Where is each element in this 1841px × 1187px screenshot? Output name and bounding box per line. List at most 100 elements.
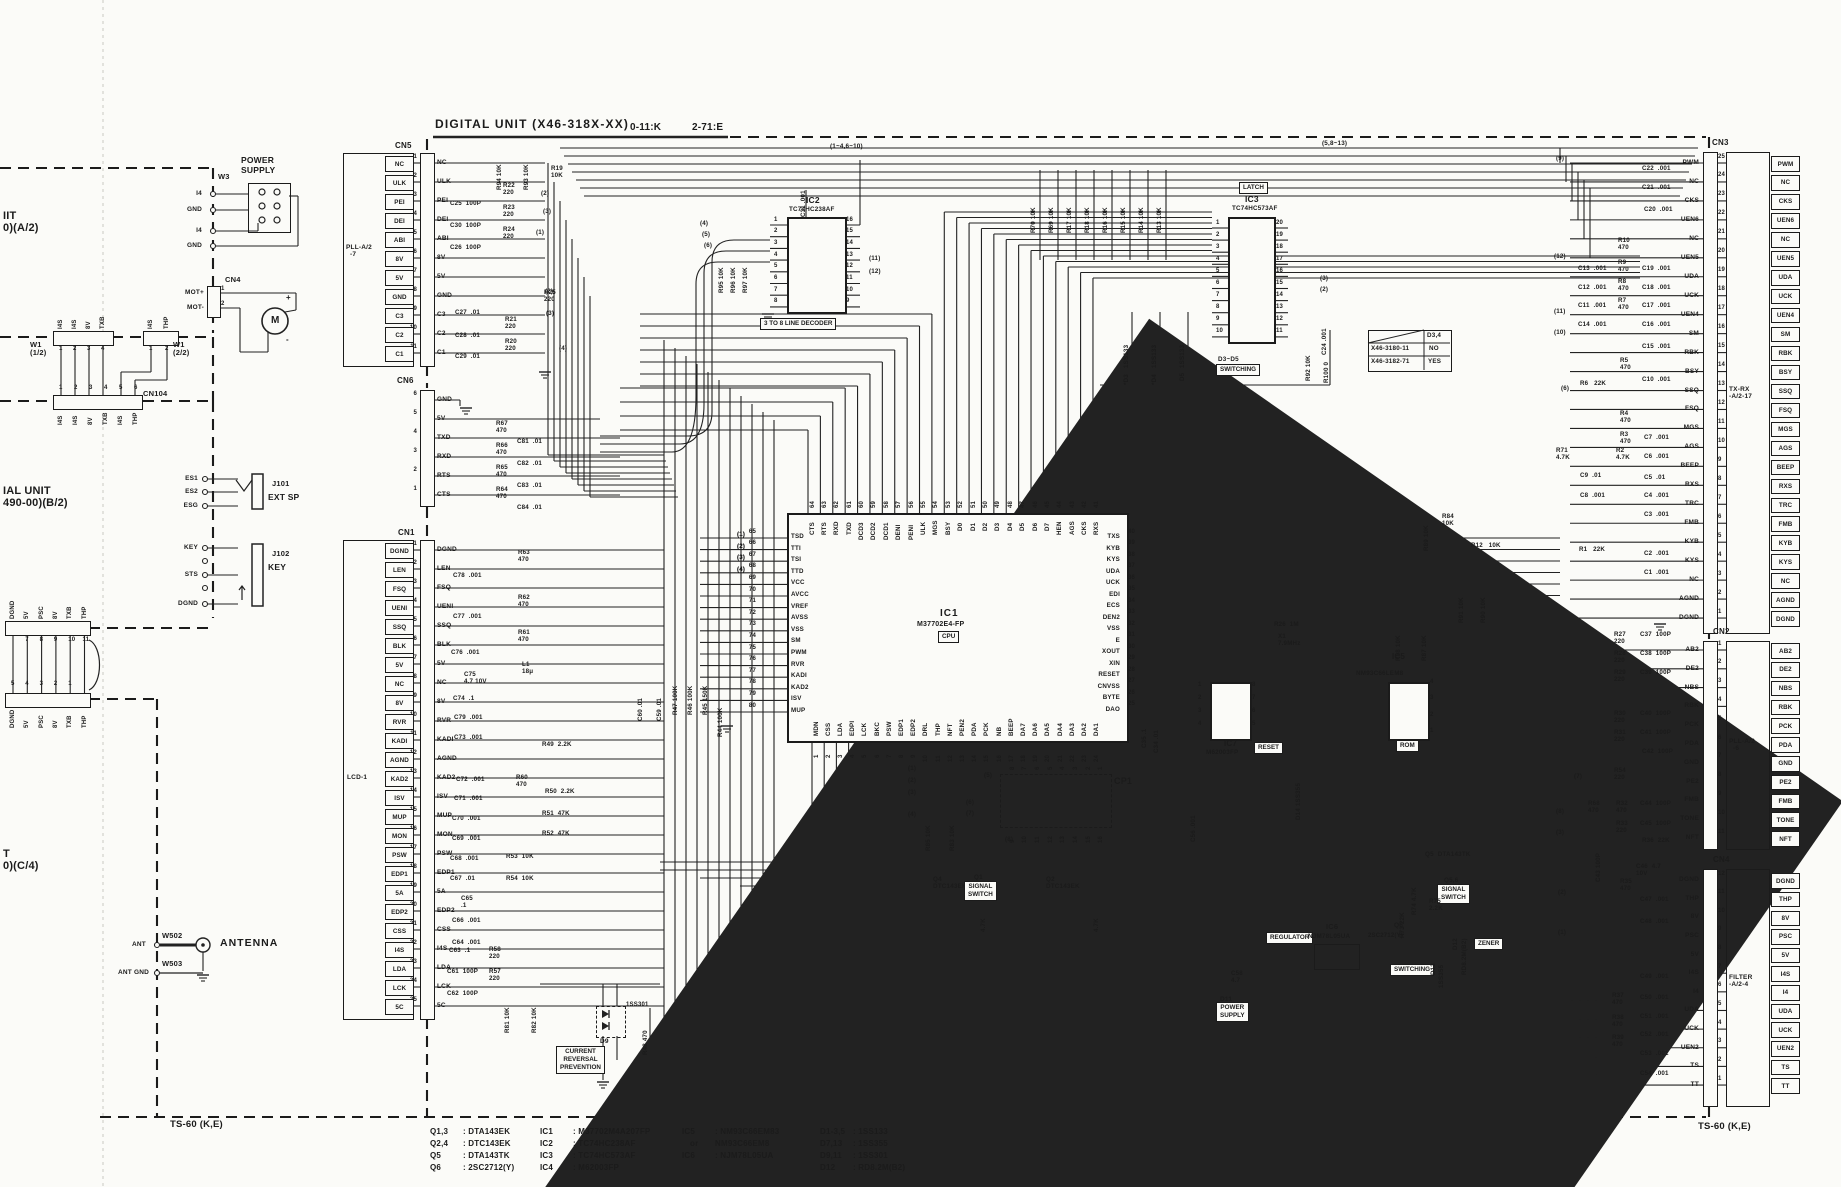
ic1-pin-label: VSS bbox=[791, 625, 804, 633]
ic1-pin-label: DCD3 bbox=[858, 522, 866, 541]
component-label: R33 220 bbox=[1616, 820, 1628, 834]
text-label: 3 bbox=[1430, 695, 1434, 701]
parts-value: : DTA143EK bbox=[463, 1127, 511, 1136]
parts-ref: D7,13 bbox=[820, 1139, 843, 1148]
ic1-pin-label: CNVSS bbox=[1097, 682, 1120, 690]
ic1-pin-number: 69 bbox=[748, 574, 756, 581]
d3d5-ref: D3~D5 bbox=[1218, 356, 1239, 363]
component-label: R70 10K bbox=[1030, 206, 1037, 233]
signal-cell: PSC bbox=[1771, 929, 1800, 945]
ic1-pin-label: DRL bbox=[922, 722, 930, 736]
parts-ref: Q1,3 bbox=[430, 1127, 449, 1136]
connector-name-cn5: CN5 bbox=[395, 141, 412, 150]
component-label: C21 .001 bbox=[1642, 184, 1671, 191]
wpair-pin-label: 5V bbox=[24, 720, 31, 728]
title-code-2: 2-71:E bbox=[692, 122, 724, 133]
ic1-pin-number: 1 bbox=[813, 754, 820, 758]
component-label: R63 470 bbox=[518, 549, 530, 563]
ic1-pin-label: PCK bbox=[983, 722, 991, 736]
ic1-pin-label: EDP1 bbox=[897, 719, 905, 736]
component-label: C83 .01 bbox=[517, 482, 542, 489]
cn104-name: CN104 bbox=[143, 389, 168, 398]
ic3-ref: IC3 bbox=[1245, 194, 1259, 204]
ic1-pin-number: 62 bbox=[834, 500, 841, 508]
vertical-label: 13 bbox=[1060, 835, 1067, 843]
ic1-pin-number: 18 bbox=[1020, 754, 1027, 762]
ic2-part: TC74HC238AF bbox=[789, 206, 835, 213]
ic1-pin-number: 2 bbox=[825, 754, 832, 758]
pin-label: LCK bbox=[437, 983, 451, 990]
component-label: D14 1SS355 bbox=[1295, 782, 1302, 820]
pin-label: LEN bbox=[437, 565, 451, 572]
ic1-pin-number: 43 bbox=[1069, 500, 1076, 508]
text-label: 7 bbox=[1252, 694, 1256, 701]
pin-number: 1 bbox=[413, 540, 417, 547]
ic1-pin-label: DCD2 bbox=[870, 522, 878, 541]
text-label: 2 bbox=[74, 385, 78, 391]
pin-label: DGND bbox=[1679, 614, 1699, 622]
ic1-pin-number: 65 bbox=[748, 528, 756, 535]
pin-label: PDA bbox=[1684, 740, 1699, 747]
j101-pin: ES1 bbox=[185, 475, 198, 482]
ic1-pin-label: RXD bbox=[833, 521, 841, 536]
component-label: R1 22K bbox=[1579, 546, 1606, 553]
ic1-body bbox=[787, 513, 1129, 743]
q6-part: 2SC2712(Y) bbox=[1368, 933, 1404, 939]
pin-label: PE2 bbox=[1686, 777, 1699, 785]
pin-label: 8V bbox=[1690, 913, 1699, 921]
parts-value: : M37702M4A207FP bbox=[573, 1127, 651, 1136]
signal-cell: NFT bbox=[1771, 831, 1800, 847]
pin-label: UEN2 bbox=[1680, 1043, 1699, 1051]
ic1-pin-label: ISV bbox=[791, 695, 802, 703]
signal-cell: 5V bbox=[385, 657, 414, 673]
component-label: C43 100P bbox=[1595, 853, 1602, 883]
text-label: 10 bbox=[846, 286, 854, 293]
component-label: R97 10K bbox=[742, 266, 749, 293]
ant-pin: ANT bbox=[132, 941, 146, 948]
signal-cell: PSW bbox=[385, 847, 414, 863]
ic1-pin-label: EDP2 bbox=[910, 719, 918, 736]
component-label: C15 .001 bbox=[1642, 343, 1671, 350]
q5-ref: Q5 DTA143TK bbox=[1425, 851, 1471, 858]
text-label: 3 bbox=[87, 346, 91, 352]
ic1-pin-number: 25 bbox=[1128, 701, 1136, 707]
component-label: *D3 bbox=[1123, 374, 1130, 386]
pin-label: EDP1 bbox=[437, 869, 455, 876]
text-label: 6 bbox=[774, 275, 778, 281]
d9-box bbox=[596, 1006, 626, 1038]
component-label: C69 .001 bbox=[452, 835, 481, 842]
component-label: R25 220 bbox=[544, 289, 556, 303]
ic1-pin-number: 57 bbox=[896, 500, 903, 508]
ts60-right-label: TS-60 (K,E) bbox=[1698, 1121, 1751, 1132]
ic1-pin-number: 41 bbox=[1094, 500, 1101, 508]
text-label: 1 bbox=[68, 681, 72, 687]
ic5-part: NM93C66LEM8 bbox=[1356, 670, 1404, 677]
pin-label: GND bbox=[1683, 758, 1699, 766]
parts-value: : 1SS301 bbox=[853, 1151, 888, 1160]
component-label: R58 220 bbox=[489, 946, 501, 960]
ic1-pin-number: 37 bbox=[1128, 563, 1136, 569]
j101-tag: EXT SP bbox=[268, 492, 300, 502]
q4-ref: Q4 DTC143EK bbox=[933, 876, 967, 891]
component-label: R32 470 bbox=[1616, 800, 1628, 814]
ic1-pin-label: MGS bbox=[932, 520, 940, 536]
ic1-pin-number: 35 bbox=[1128, 586, 1136, 592]
block-label: PLL-A/2 -6 bbox=[1729, 738, 1755, 753]
ic5-body bbox=[1388, 682, 1430, 741]
ic1-pin-number: 14 bbox=[972, 754, 979, 762]
component-label: C44 100P bbox=[1640, 800, 1672, 807]
component-label: C84 .01 bbox=[517, 504, 542, 511]
parts-value: : 2SC2712(Y) bbox=[463, 1163, 515, 1172]
ic1-pin-label: DA1 bbox=[1093, 723, 1101, 736]
ic1-pin-number: 52 bbox=[958, 500, 965, 508]
component-label: C14 .001 bbox=[1578, 321, 1607, 328]
wpair-pin-label: THP bbox=[81, 715, 88, 728]
component-label: (9) bbox=[1556, 155, 1565, 162]
signal-cell: 5V bbox=[1771, 947, 1800, 964]
pin-number: 7 bbox=[1718, 494, 1722, 501]
text-label: 3 bbox=[1198, 707, 1202, 714]
component-label: (11) bbox=[1554, 308, 1566, 315]
ic1-pin-number: 50 bbox=[982, 500, 989, 508]
component-label: C48 .001 bbox=[1640, 918, 1669, 925]
text-label: (2) bbox=[737, 544, 745, 550]
